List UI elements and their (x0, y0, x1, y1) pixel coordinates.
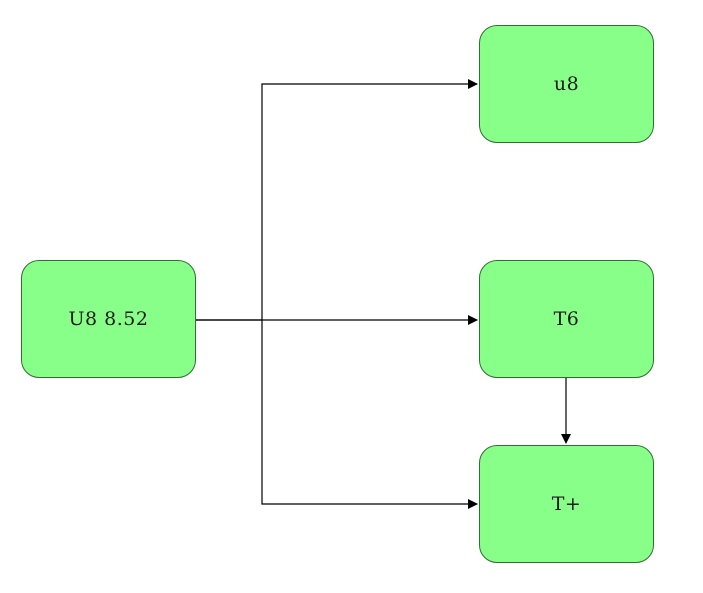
node-label: T+ (551, 493, 582, 515)
edge-source-to-u8 (196, 79, 478, 321)
node-t6[interactable]: T6 (479, 260, 654, 378)
node-tplus[interactable]: T+ (479, 445, 654, 563)
node-label: U8 8.52 (68, 308, 149, 330)
node-u8[interactable]: u8 (479, 25, 654, 143)
node-label: T6 (553, 308, 580, 330)
node-label: u8 (553, 73, 580, 95)
node-u8-852[interactable]: U8 8.52 (21, 260, 196, 378)
edge-source-to-tplus (261, 320, 478, 509)
